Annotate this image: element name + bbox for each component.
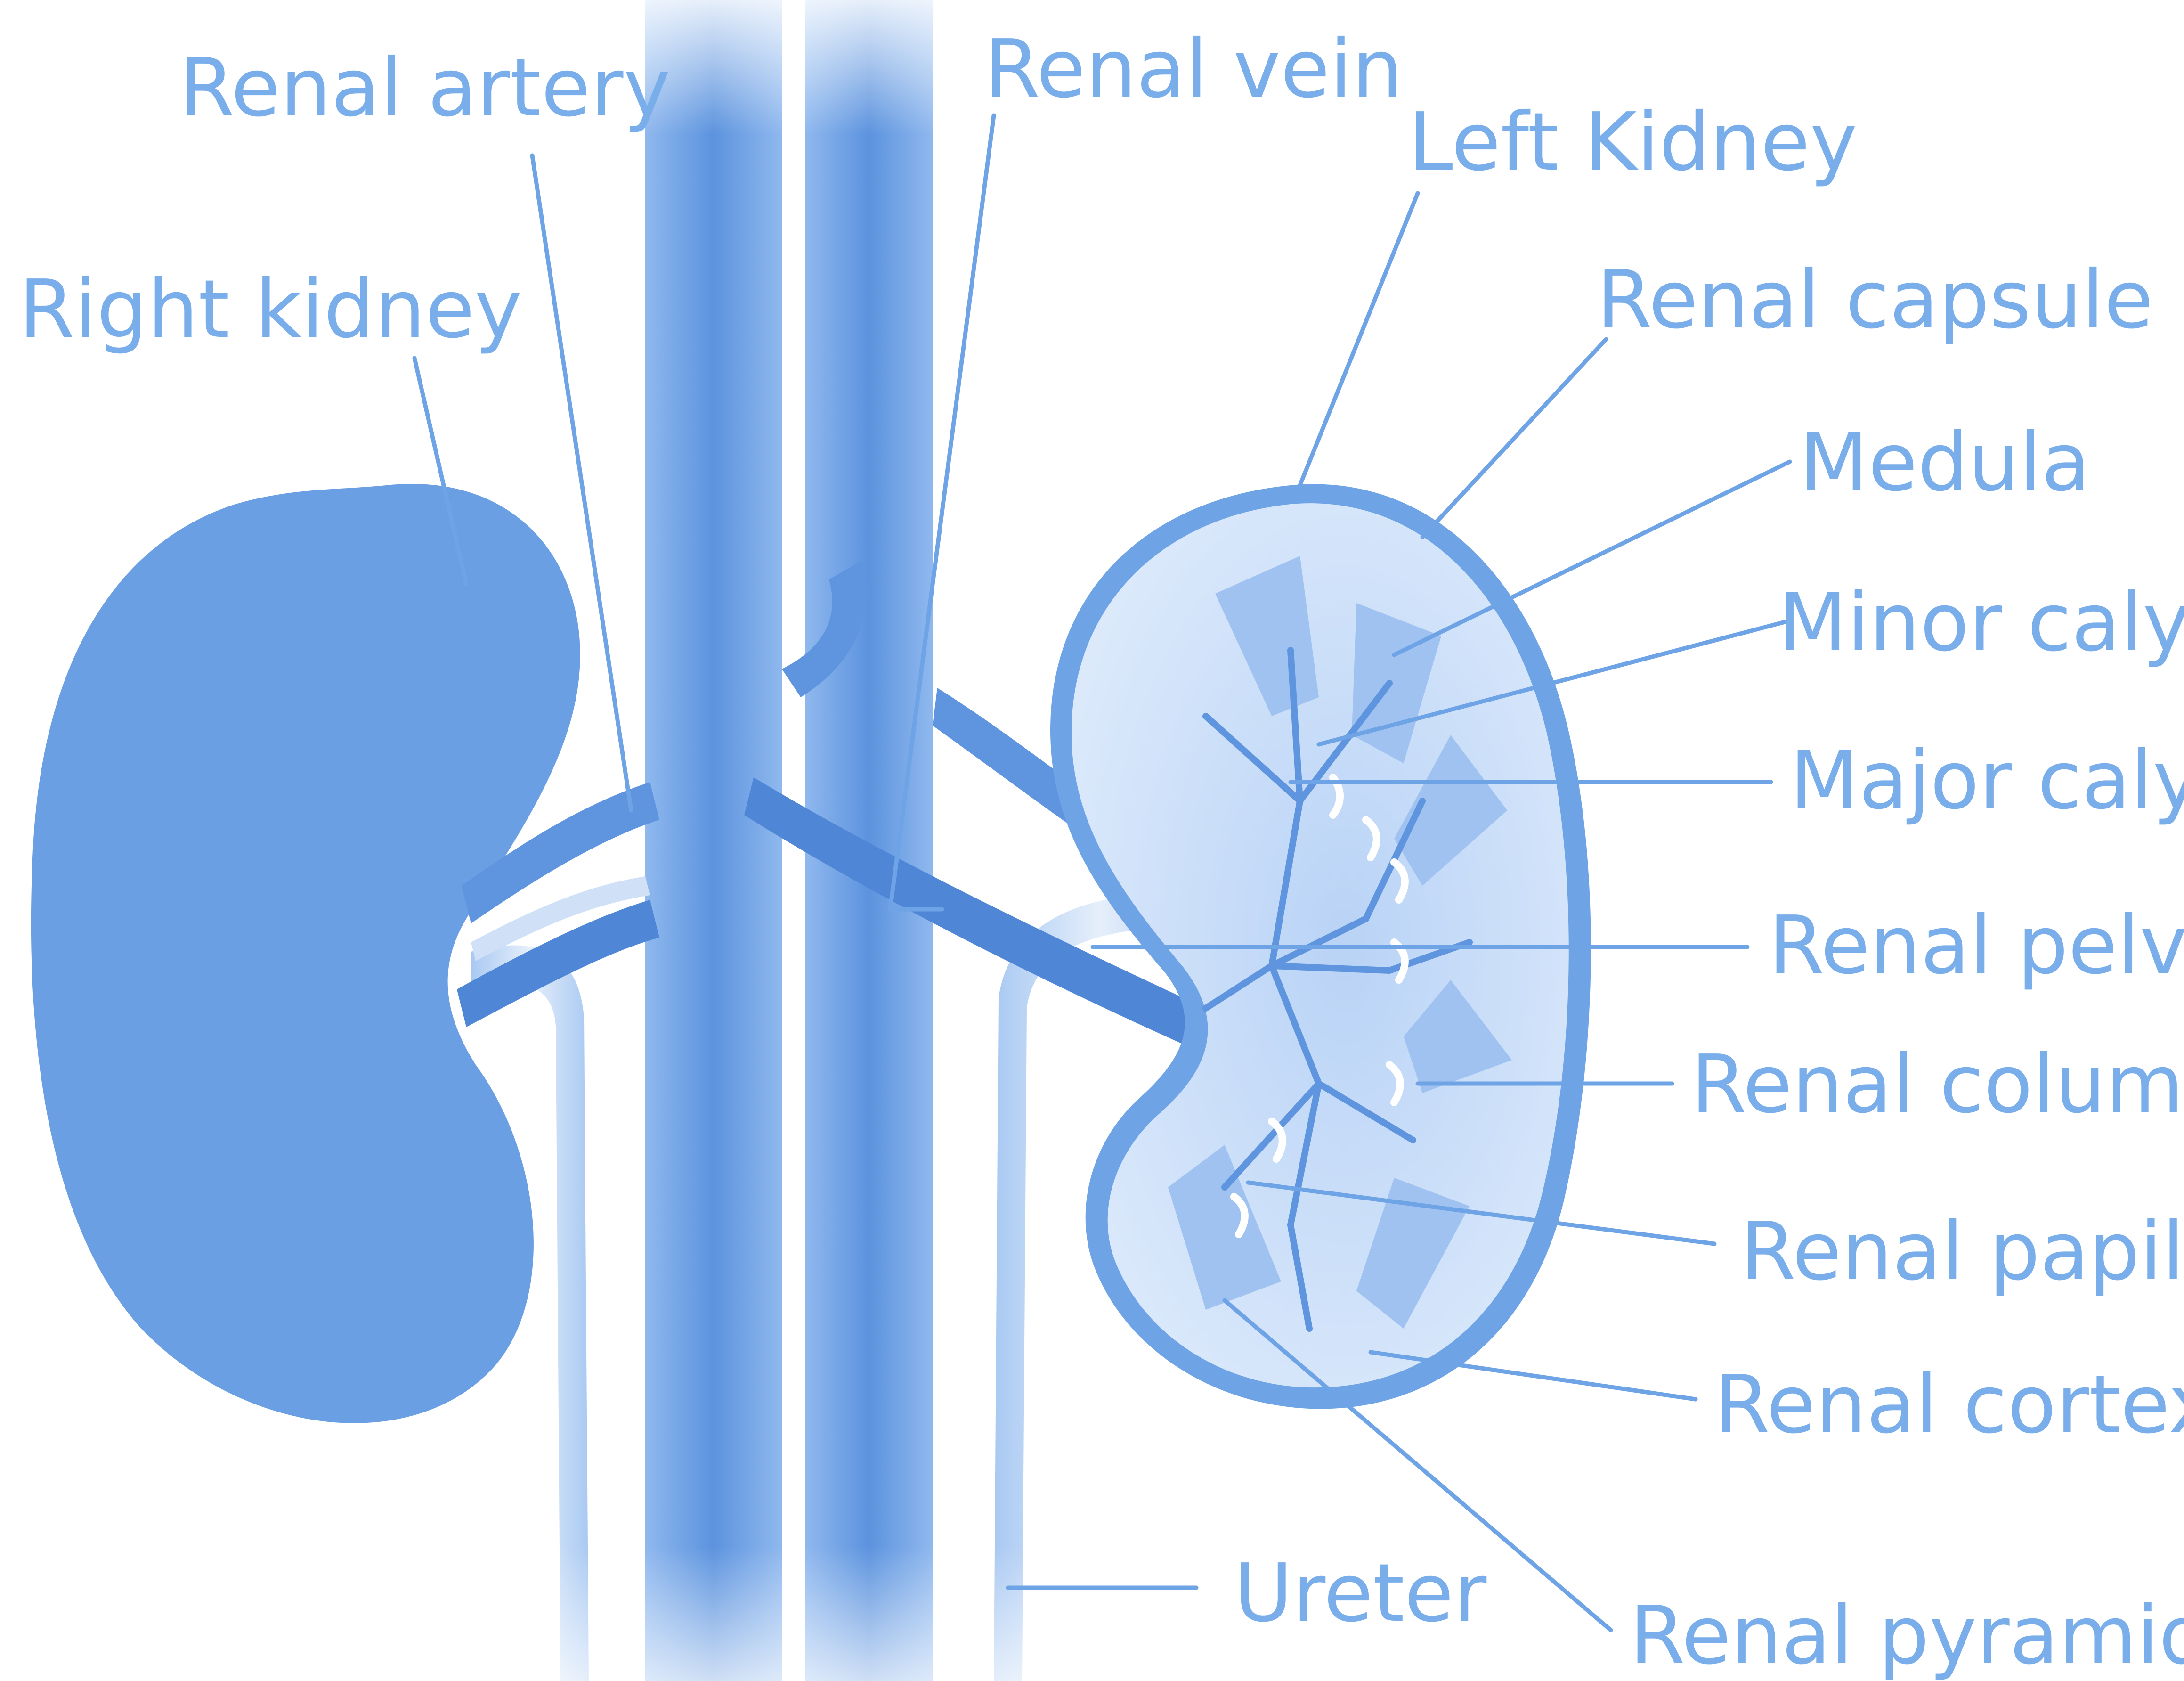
- label-renal-capsule: Renal capsule: [1597, 253, 2153, 347]
- label-renal-pelvis: Renal pelvis: [1769, 899, 2184, 992]
- label-renal-pyramid: Renal pyramid: [1630, 1589, 2184, 1681]
- label-right-kidney: Right kidney: [19, 263, 522, 356]
- label-renal-vein: Renal vein: [984, 23, 1403, 116]
- label-left-kidney: Left Kidney: [1408, 96, 1857, 189]
- label-renal-cortex: Renal cortex: [1714, 1358, 2184, 1452]
- label-renal-artery: Renal artery: [179, 41, 671, 135]
- label-medula: Medula: [1799, 416, 2090, 509]
- label-minor-calyx: Minor calyx: [1778, 576, 2184, 669]
- label-ureter: Ureter: [1234, 1547, 1486, 1640]
- label-renal-columns: Renal columns: [1691, 1038, 2184, 1131]
- label-renal-papilla: Renal papilla: [1740, 1205, 2184, 1298]
- label-major-calyx: Major calyx: [1790, 734, 2184, 827]
